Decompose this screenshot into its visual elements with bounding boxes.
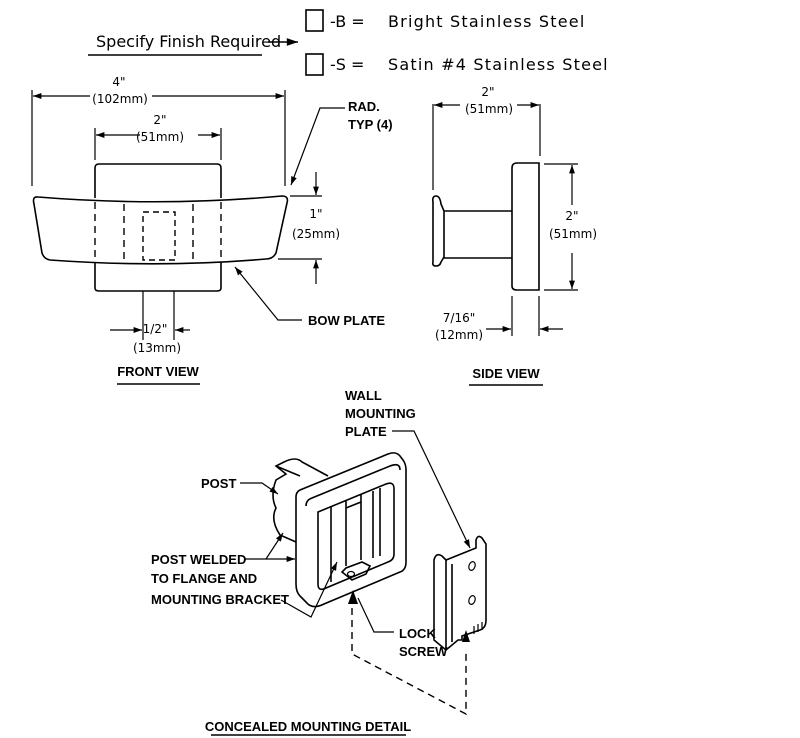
depth-in: 2" bbox=[481, 85, 494, 99]
side-height-in: 2" bbox=[565, 209, 578, 223]
lock-screw-label-1: LOCK bbox=[399, 626, 436, 641]
lock-screw-leader bbox=[357, 597, 394, 633]
iso-post-block bbox=[345, 494, 362, 566]
lock-screw-label-2: SCREW bbox=[399, 644, 448, 659]
lock-screw-arrow bbox=[348, 590, 358, 604]
mounting-path bbox=[351, 608, 467, 716]
finish-code-s: -S = bbox=[330, 55, 364, 74]
wall-plate-label-3: PLATE bbox=[345, 424, 387, 439]
iso-wall-plate-fold bbox=[445, 560, 453, 650]
flange-in: 2" bbox=[153, 113, 166, 127]
iso-flange-outer bbox=[295, 452, 407, 608]
hidden-post bbox=[142, 211, 176, 261]
wall-plate-label-1: WALL bbox=[345, 388, 382, 403]
flange-th-in: 7/16" bbox=[443, 311, 475, 325]
flange-bottom bbox=[94, 262, 222, 292]
radius-label-2: TYP (4) bbox=[348, 117, 393, 132]
finish-label-s: Satin #4 Stainless Steel bbox=[388, 55, 609, 74]
side-hook-cap bbox=[432, 195, 445, 267]
iso-wall-plate-ridges bbox=[473, 622, 483, 634]
wall-plate-leader bbox=[392, 430, 471, 549]
welded-leader-bracket bbox=[280, 561, 338, 618]
front-view: 4" (102mm) 2" (51mm) 1/2" (13mm) 1" bbox=[31, 75, 393, 385]
side-flange bbox=[511, 162, 540, 291]
iso-wall-plate-hole-2 bbox=[468, 595, 476, 605]
mounting-detail: WALL MOUNTING PLATE POST POST WELDED TO … bbox=[151, 388, 487, 736]
iso-wall-plate-arrow bbox=[462, 630, 470, 642]
side-view-title: SIDE VIEW bbox=[472, 366, 540, 381]
flange-mm: (51mm) bbox=[136, 130, 184, 144]
bow-plate bbox=[32, 195, 289, 265]
post-mm: (13mm) bbox=[133, 341, 181, 355]
iso-flange-front-top bbox=[305, 463, 401, 507]
flange-th-mm: (12mm) bbox=[435, 328, 483, 342]
post-label: POST bbox=[201, 476, 236, 491]
width-in: 4" bbox=[112, 75, 125, 89]
radius-label-1: RAD. bbox=[348, 99, 380, 114]
iso-wall-plate bbox=[433, 535, 487, 652]
finish-label-b: Bright Stainless Steel bbox=[388, 12, 586, 31]
height-mm: (25mm) bbox=[292, 227, 340, 241]
iso-flange-opening bbox=[317, 482, 395, 591]
welded-label-1: POST WELDED bbox=[151, 552, 246, 567]
depth-mm: (51mm) bbox=[465, 102, 513, 116]
finish-spec: Specify Finish Required -B = Bright Stai… bbox=[88, 9, 609, 76]
iso-screw-hole bbox=[346, 570, 356, 578]
bow-plate-label: BOW PLATE bbox=[308, 313, 385, 328]
radius-leader bbox=[290, 107, 345, 186]
iso-post-edge bbox=[275, 465, 301, 477]
height-in: 1" bbox=[309, 207, 322, 221]
side-height-mm: (51mm) bbox=[549, 227, 597, 241]
finish-code-b: -B = bbox=[330, 12, 365, 31]
post-in: 1/2" bbox=[143, 322, 168, 336]
iso-wall-plate-hole-1 bbox=[468, 561, 476, 571]
welded-label-2: TO FLANGE AND bbox=[151, 571, 257, 586]
finish-checkbox-s[interactable] bbox=[305, 53, 324, 76]
side-view: 2" (51mm) 2" (51mm) 7/16" (12mm) SIDE VI… bbox=[432, 85, 597, 386]
wall-plate-label-2: MOUNTING bbox=[345, 406, 416, 421]
welded-label-3: MOUNTING BRACKET bbox=[151, 592, 289, 607]
iso-bracket-tab bbox=[340, 561, 372, 581]
front-view-title: FRONT VIEW bbox=[117, 364, 199, 379]
welded-leader-post bbox=[245, 532, 284, 560]
width-mm: (102mm) bbox=[92, 92, 148, 106]
post-leader bbox=[240, 482, 279, 495]
finish-checkbox-b[interactable] bbox=[305, 9, 324, 32]
iso-post bbox=[272, 458, 329, 543]
flange-top bbox=[94, 163, 222, 198]
finish-prompt: Specify Finish Required bbox=[96, 32, 281, 51]
mounting-detail-title: CONCEALED MOUNTING DETAIL bbox=[205, 719, 411, 734]
bow-plate-leader bbox=[234, 266, 302, 321]
